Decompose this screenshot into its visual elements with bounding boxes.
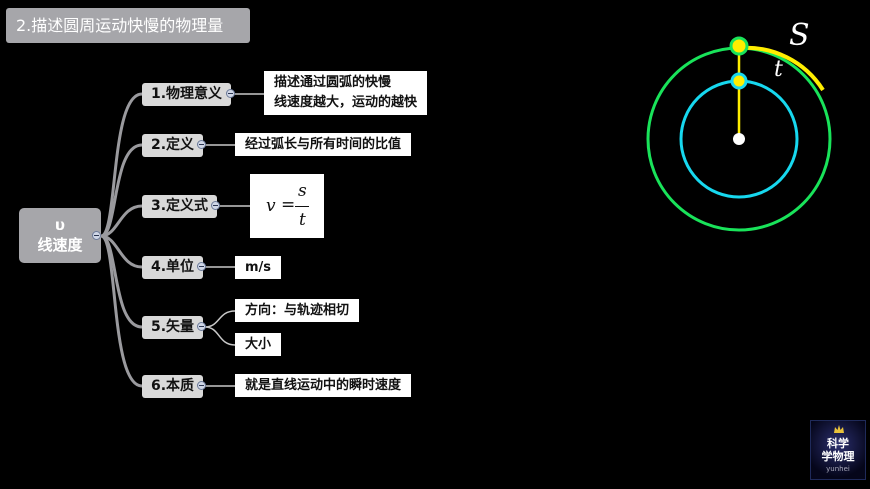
leaf-direction[interactable]: 方向：与轨迹相切 [235, 299, 360, 322]
leaf-formula[interactable]: v = s t [250, 174, 324, 238]
formula-denominator: t [299, 210, 306, 230]
connector-3 [100, 204, 143, 238]
branch-unit[interactable]: 4.单位 [142, 256, 204, 279]
connector-6 [100, 234, 143, 388]
logo-line-1: 科学 [827, 437, 849, 450]
leaf-unit[interactable]: m/s [235, 256, 282, 279]
leaf-definition[interactable]: 经过弧长与所有时间的比值 [235, 133, 412, 156]
time-label: t [774, 57, 783, 82]
collapse-icon[interactable] [197, 140, 206, 149]
logo-line-2: 学物理 [821, 450, 855, 463]
collapse-icon[interactable] [211, 201, 220, 210]
arc-length-highlight [738, 45, 825, 92]
page-title: 2.描述圆周运动快慢的物理量 [6, 8, 250, 43]
collapse-icon[interactable] [92, 231, 101, 240]
leaf-line-1: 描述通过圆弧的快慢 [274, 75, 392, 90]
center-point [733, 133, 745, 145]
leaf-connector-5a [204, 310, 236, 328]
branch-essence[interactable]: 6.本质 [142, 375, 204, 398]
collapse-icon[interactable] [197, 381, 206, 390]
branch-definition[interactable]: 2.定义 [142, 134, 204, 157]
root-label: 线速度 [37, 236, 83, 254]
branch-vector[interactable]: 5.矢量 [142, 316, 204, 339]
crown-icon [834, 425, 844, 433]
formula-numerator: s [298, 181, 307, 201]
collapse-icon[interactable] [197, 322, 206, 331]
fraction-bar [295, 206, 309, 207]
leaf-connector-5b [204, 326, 236, 346]
root-node-linear-velocity[interactable]: υ 线速度 [19, 208, 101, 263]
connector-2 [100, 143, 143, 238]
outer-point [729, 36, 749, 56]
leaf-line-2: 线速度越大，运动的越快 [274, 95, 418, 110]
circular-motion-diagram: S t [646, 20, 832, 232]
channel-logo: 科学 学物理 yunhei [810, 420, 866, 480]
leaf-magnitude[interactable]: 大小 [235, 333, 282, 356]
branch-formula[interactable]: 3.定义式 [142, 195, 218, 218]
formula-equals: = [281, 195, 296, 215]
collapse-icon[interactable] [226, 89, 235, 98]
leaf-physical-meaning[interactable]: 描述通过圆弧的快慢 线速度越大，运动的越快 [264, 71, 428, 115]
branch-physical-meaning[interactable]: 1.物理意义 [142, 83, 232, 106]
collapse-icon[interactable] [197, 262, 206, 271]
inner-point [730, 72, 748, 90]
formula-lhs: v [266, 196, 276, 216]
arc-length-label: S [789, 20, 810, 53]
root-symbol: υ [54, 216, 66, 234]
leaf-essence[interactable]: 就是直线运动中的瞬时速度 [235, 374, 412, 397]
logo-line-3: yunhei [826, 465, 850, 473]
